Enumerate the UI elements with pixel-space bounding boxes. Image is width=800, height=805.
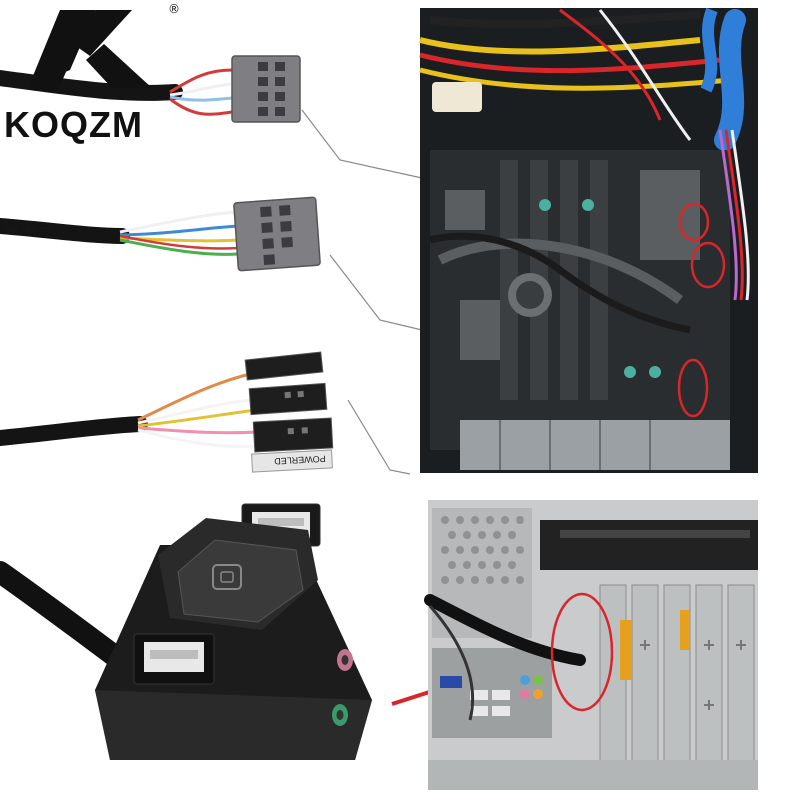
callout-lines xyxy=(301,109,423,475)
usb-cable-print: 1827 cBus 125 xyxy=(4,227,51,234)
brand-logo xyxy=(28,10,152,90)
registered-mark: ® xyxy=(168,2,180,16)
motherboard-photo xyxy=(419,7,758,473)
front-panel-cable: POWERLED xyxy=(0,351,334,473)
usb-header-cable: 1827 cBus 125 xyxy=(0,196,321,272)
desktop-switch-photo xyxy=(0,503,372,760)
pc-case-rear-photo xyxy=(424,500,758,790)
power-led-print: POWERLED xyxy=(273,454,325,467)
audio-header-cable xyxy=(0,55,301,123)
brand-name: KOQZM xyxy=(4,104,143,145)
